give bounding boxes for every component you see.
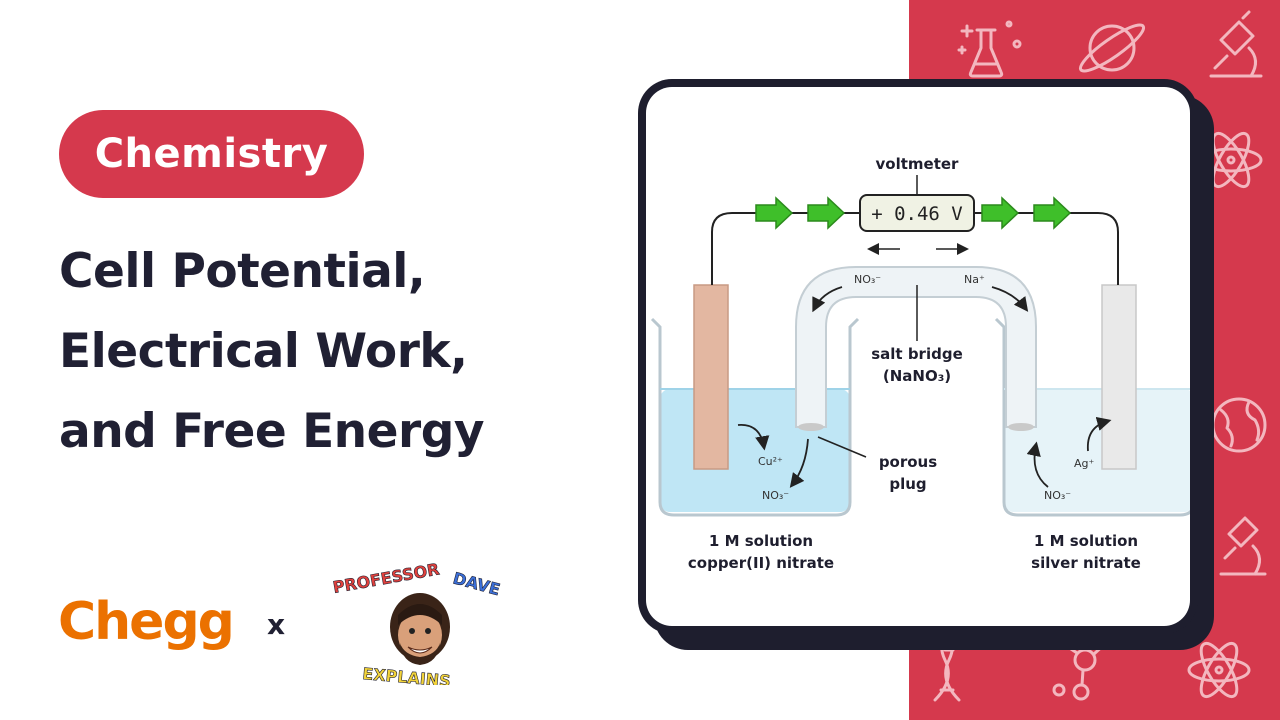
voltmeter-label: voltmeter [876, 155, 960, 173]
microscope-icon [1209, 10, 1263, 78]
sparkle-icon [957, 20, 1022, 55]
electron-flow-arrow-icon [1033, 196, 1072, 230]
globe-icon [1211, 397, 1267, 453]
right-solution [1004, 389, 1190, 512]
bridge-sodium-ion: Na⁺ [964, 273, 985, 286]
porous-plug-left [798, 423, 824, 431]
bridge-nitrate-ion: NO₃⁻ [854, 273, 881, 286]
left-solution-label-2: copper(II) nitrate [688, 554, 834, 572]
right-solution-label-1: 1 M solution [1034, 532, 1138, 550]
silver-ion: Ag⁺ [1074, 457, 1095, 470]
title-line-2: Electrical Work, [59, 324, 468, 379]
electron-flow-arrow-icon [755, 196, 794, 230]
chegg-logo: Chegg [58, 592, 235, 652]
planet-icon [1078, 23, 1146, 73]
flask-icon [968, 28, 1004, 78]
porous-plug-label-1: porous [879, 453, 937, 471]
porous-plug-label-2: plug [889, 475, 926, 493]
subject-tag: Chemistry [59, 110, 364, 198]
voltmeter-reading: + 0.46 V [871, 203, 963, 225]
porous-plug-right [1008, 423, 1034, 431]
diagram-card: + 0.46 V voltmeter NO₃⁻ Na⁺ salt bridge … [638, 79, 1198, 634]
right-nitrate-ion: NO₃⁻ [1044, 489, 1071, 502]
left-wire [711, 212, 862, 285]
collab-times-sign: x [267, 608, 286, 641]
left-nitrate-ion: NO₃⁻ [762, 489, 789, 502]
salt-bridge-label-2: (NaNO₃) [883, 367, 951, 385]
salt-bridge-label-1: salt bridge [871, 345, 963, 363]
electron-flow-arrow-icon [807, 196, 846, 230]
galvanic-cell-diagram: + 0.46 V voltmeter NO₃⁻ Na⁺ salt bridge … [650, 155, 1190, 572]
atom-icon [1187, 641, 1251, 699]
copper-electrode [693, 284, 729, 470]
right-wire [974, 212, 1119, 285]
dave-right-text: DAVE [451, 569, 502, 600]
microscope-icon [1219, 516, 1267, 576]
dave-bottom-text: EXPLAINS [362, 664, 452, 685]
dave-top-text: PROFESSOR [331, 560, 440, 597]
title-line-3: and Free Energy [59, 404, 484, 459]
video-title: Cell Potential, Electrical Work, and Fre… [59, 232, 579, 472]
professor-dave-face-icon [390, 593, 450, 665]
right-solution-label-2: silver nitrate [1031, 554, 1141, 572]
left-beaker [650, 317, 860, 517]
left-solution-label-1: 1 M solution [709, 532, 813, 550]
silver-electrode [1101, 284, 1137, 470]
diagram-card-inner: + 0.46 V voltmeter NO₃⁻ Na⁺ salt bridge … [646, 87, 1190, 626]
professor-dave-logo: PROFESSOR DAVE EXPLAINS [331, 559, 502, 685]
salt-bridge [795, 266, 1037, 428]
title-line-1: Cell Potential, [59, 244, 426, 299]
electron-flow-arrow-icon [981, 196, 1020, 230]
copper-ion: Cu²⁺ [758, 455, 783, 468]
right-beaker [994, 317, 1190, 517]
